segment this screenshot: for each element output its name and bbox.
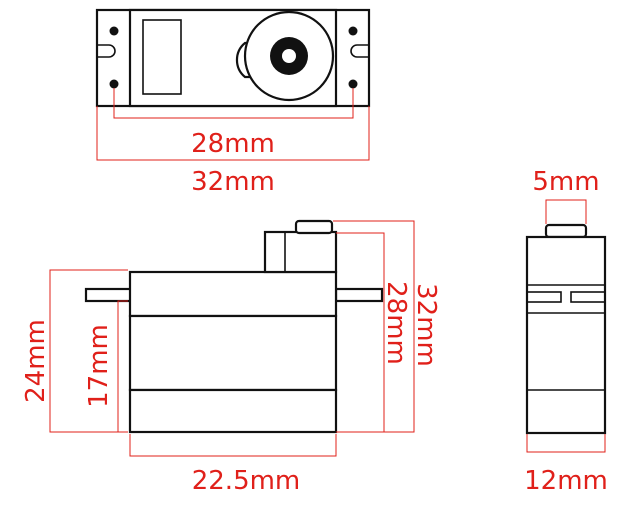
side-view-17mm-dimension: 17mm — [84, 300, 128, 433]
top-view-shaft-hole — [282, 49, 296, 63]
side-view-24mm-dimension: 24mm — [21, 269, 128, 433]
end-view-right-tab — [570, 291, 606, 303]
end-view-body — [525, 235, 607, 435]
side-view-32mm-dimension: 32mm — [333, 220, 441, 433]
end-view-output-shaft — [544, 223, 588, 239]
side-height-to-gear-label: 28mm — [381, 281, 411, 365]
side-view-gear-housing — [263, 230, 338, 274]
side-total-height-label: 24mm — [21, 319, 51, 403]
side-view-22.5mm-dimension: 22.5mm — [129, 434, 337, 496]
side-view-middle-case — [128, 314, 338, 392]
end-view-left-tab — [526, 291, 562, 303]
end-view: 5mm 12mm — [524, 167, 608, 496]
side-total-height-with-shaft-label: 32mm — [411, 283, 441, 367]
side-view-bottom-cover — [128, 388, 338, 434]
top-view-32mm-dimension: 32mm — [96, 106, 370, 197]
end-body-width-label: 12mm — [524, 466, 608, 496]
top-view-right-mount-hole — [348, 26, 369, 89]
side-view-top-case — [128, 270, 338, 318]
side-view-output-shaft — [294, 219, 334, 235]
end-view-12mm-dimension: 12mm — [524, 434, 608, 496]
top-view-left-mount-hole — [97, 26, 119, 89]
end-shaft-width-label: 5mm — [532, 167, 599, 197]
side-view-left-tab — [84, 287, 134, 303]
side-view-right-tab — [334, 287, 384, 303]
top-view: 28mm 32mm — [95, 8, 371, 197]
end-view-5mm-dimension: 5mm — [532, 167, 600, 224]
top-view-label-window — [142, 19, 182, 95]
side-view: 17mm 24mm 22.5mm 28mm 32mm — [21, 219, 441, 496]
side-view-28mm-dimension: 28mm — [336, 232, 411, 433]
top-total-length-label: 32mm — [191, 167, 275, 197]
top-hole-spacing-label: 28mm — [191, 129, 275, 159]
side-body-width-label: 22.5mm — [192, 466, 301, 496]
top-view-28mm-dimension: 28mm — [113, 88, 354, 159]
side-body-height-label: 17mm — [84, 324, 114, 408]
